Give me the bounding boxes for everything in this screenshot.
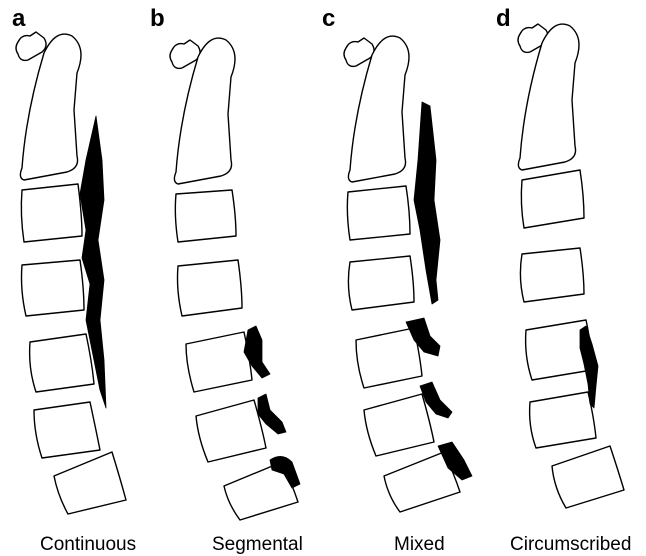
c3-vertebral-body [21,184,82,242]
panel-c: c Mixed [322,5,472,555]
panel-label: a [12,5,26,32]
c5-vertebral-body [30,334,94,392]
panel-caption: Segmental [212,534,303,555]
panel-caption: Continuous [40,534,136,555]
panel-a: a Continuous [12,5,136,555]
c4-vertebral-body [520,248,584,302]
cervical-spine-b [170,38,300,520]
c5-vertebral-body [356,328,422,388]
c6-vertebral-body [34,402,100,458]
c7-vertebral-body [552,446,624,508]
c6-vertebral-body [364,394,434,456]
c6-vertebral-body [530,392,596,448]
c3-vertebral-body [521,170,584,228]
c3-vertebral-body [175,190,236,242]
panel-label: b [150,5,165,32]
cervical-spine-d [518,24,624,508]
c7-vertebral-body [54,452,126,514]
c4-vertebral-body [22,260,85,316]
c1-vertebra [16,32,46,60]
c4-vertebral-body [348,256,414,310]
panel-label: c [322,5,335,32]
ossified-ligament-continuous [414,102,440,304]
panel-caption: Mixed [394,534,445,555]
panel-caption: Circumscribed [510,534,631,555]
panel-d: d Circumscribed [496,5,631,555]
c4-vertebral-body [178,260,243,316]
c6-vertebral-body [196,400,266,462]
panel-label: d [496,5,511,32]
c3-vertebral-body [347,186,410,240]
panel-b: b Segmental [150,5,303,555]
cervical-spine-c [344,36,472,512]
c5-vertebral-body [186,332,252,392]
cervical-spine-a [16,32,126,514]
